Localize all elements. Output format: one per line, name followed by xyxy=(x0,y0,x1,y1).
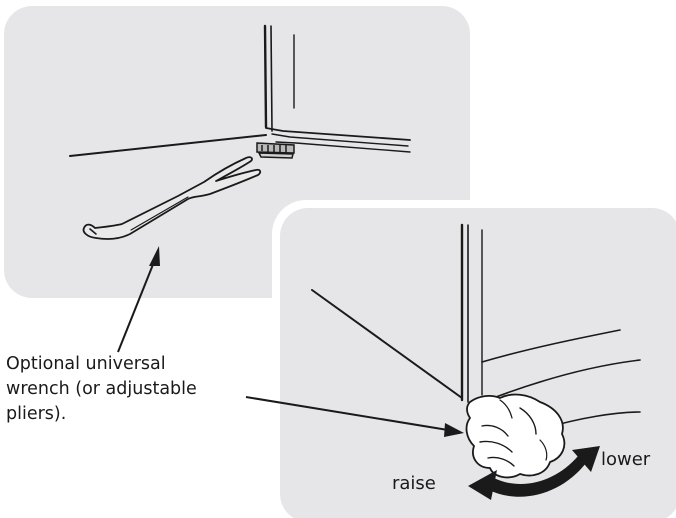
callout-arrow-to-wrench xyxy=(117,246,160,353)
curved-double-arrow-icon xyxy=(468,446,600,500)
raise-label: raise xyxy=(392,473,436,494)
panel-bottom-right xyxy=(280,208,676,518)
wrench-icon xyxy=(82,156,262,240)
leveling-leg xyxy=(256,142,295,159)
callout-line: pliers). xyxy=(6,404,67,424)
lower-label: lower xyxy=(601,449,651,470)
callout-line: Optional universal xyxy=(6,354,166,374)
refrigerator-corner-top xyxy=(69,24,411,157)
callout-arrow-to-leg xyxy=(245,396,464,437)
callout-line: wrench (or adjustable xyxy=(6,379,197,399)
wrench-callout-text: Optional universal wrench (or adjustable… xyxy=(6,352,266,427)
hand-icon xyxy=(465,393,566,479)
